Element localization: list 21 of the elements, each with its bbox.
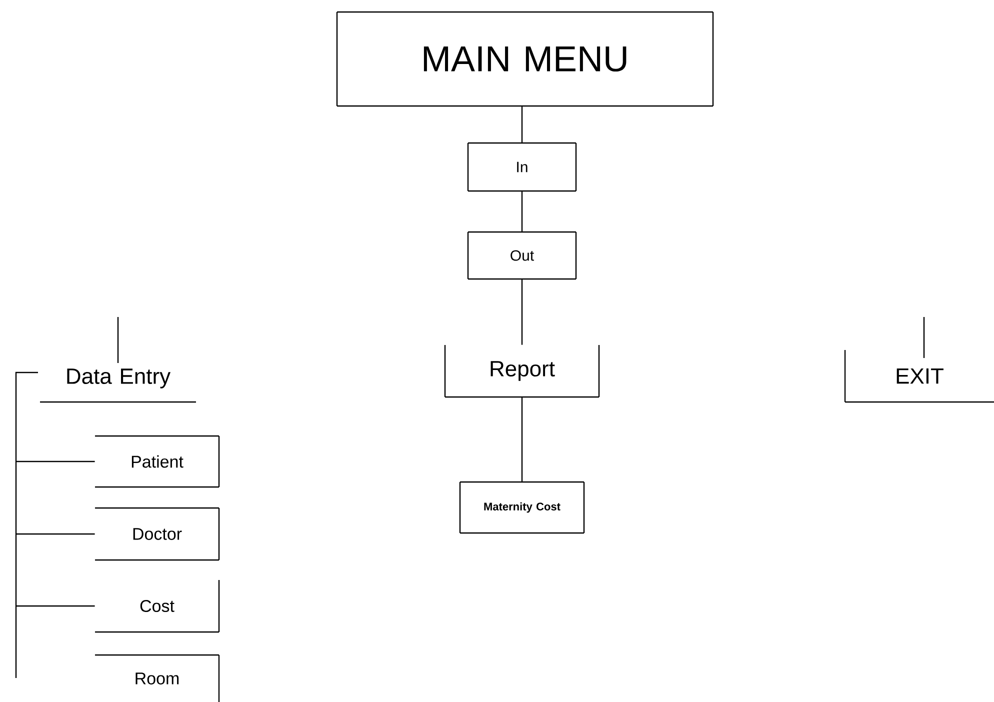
connector-line [16,460,95,462]
menu-box: Report [444,344,600,398]
connector-line [16,605,95,607]
menu-box: Room [94,654,220,702]
menu-box: Out [467,231,577,280]
menu-box: MAIN MENU [336,11,714,107]
menu-box: Patient [94,435,220,488]
connector-line [923,317,925,358]
connector-line [16,533,95,535]
menu-box: Cost [94,579,220,633]
menu-item: EXIT [844,349,994,403]
connector-line [117,317,119,363]
connector-line [521,106,523,143]
connector-line [521,191,523,232]
connector-line [521,279,523,345]
connector-line [15,372,38,678]
menu-box: Doctor [94,507,220,561]
connector-line [521,397,523,482]
menu-box: Maternity Cost [459,481,585,534]
menu-item: Data Entry [40,368,196,403]
menu-box: In [467,142,577,192]
